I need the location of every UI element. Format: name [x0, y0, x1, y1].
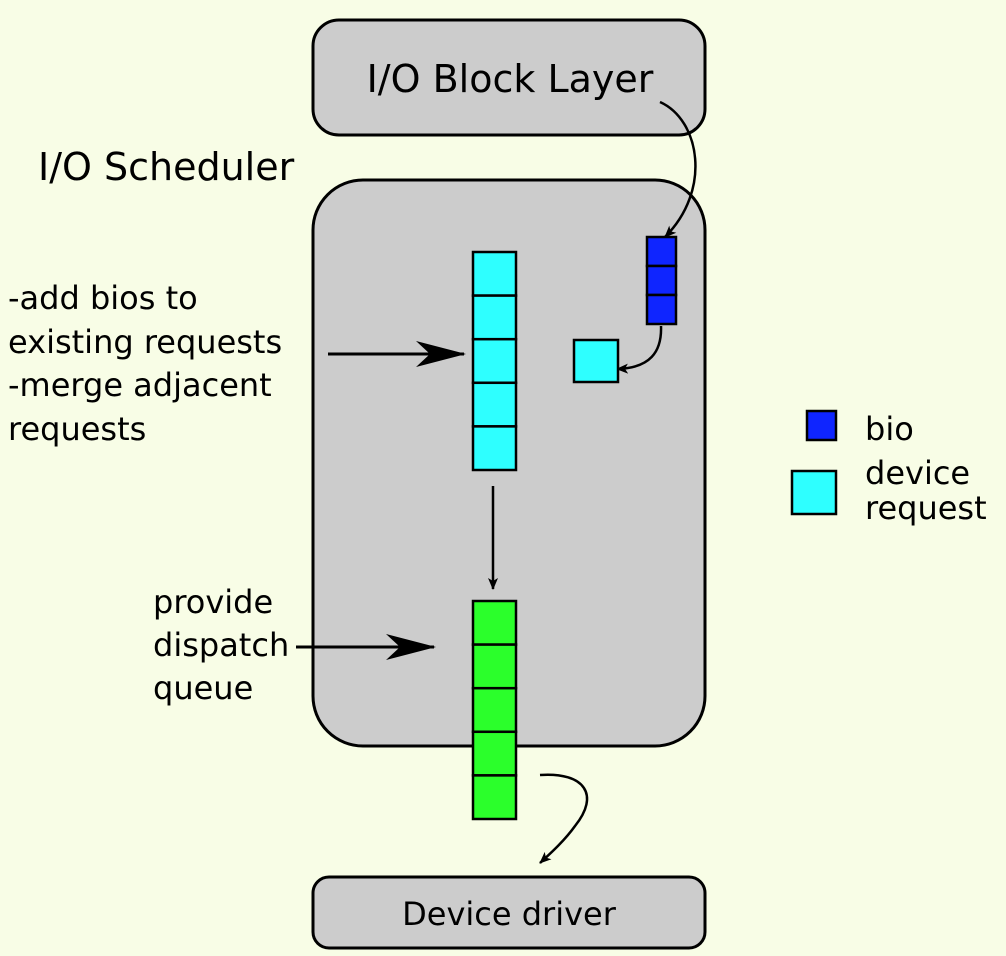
request-queue	[471, 250, 518, 472]
device-driver-rect	[311, 875, 707, 950]
dispatch-block	[471, 774, 518, 821]
block-layer-label: I/O Block Layer	[367, 57, 654, 101]
request-block	[471, 250, 518, 297]
dispatch-note: provide dispatch queue	[153, 583, 299, 707]
device-driver-label: Device driver	[402, 895, 617, 933]
legend-request-label: device request	[865, 454, 987, 527]
dispatch-note-line: dispatch	[153, 626, 289, 664]
bio-block	[645, 235, 678, 268]
legend: bio device request	[790, 409, 987, 527]
dispatch-block	[471, 730, 518, 777]
dispatch-queue	[471, 599, 518, 821]
merge-note-line: existing requests	[8, 323, 282, 361]
merge-note-line: -add bios to	[8, 279, 198, 317]
scheduler-title: I/O Scheduler	[38, 145, 295, 189]
block-layer-rect	[311, 18, 707, 137]
legend-request-line: device	[865, 454, 970, 492]
request-block	[471, 381, 518, 428]
bio-block	[645, 293, 678, 326]
dispatch-block	[471, 599, 518, 646]
merge-note-line: -merge adjacent	[8, 366, 272, 404]
request-block	[471, 337, 518, 385]
dispatch-note-line: queue	[153, 669, 253, 707]
merge-note-line: requests	[8, 410, 146, 448]
block-layer-box: I/O Block Layer	[311, 18, 707, 137]
dispatch-block	[471, 686, 518, 734]
legend-request-line: request	[865, 489, 987, 527]
dispatch-note-line: provide	[153, 583, 273, 621]
merge-note: -add bios to existing requests -merge ad…	[8, 279, 292, 448]
dispatch-block	[471, 643, 518, 690]
bio-block	[645, 264, 678, 297]
bio-to-request-arrow	[616, 325, 663, 374]
request-block	[471, 294, 518, 341]
bio-stack	[645, 235, 678, 326]
device-driver-box: Device driver	[311, 875, 707, 950]
new-device-request	[572, 338, 620, 384]
request-block	[471, 425, 518, 472]
block-to-bio-arrow	[659, 100, 697, 238]
legend-bio-label: bio	[865, 410, 914, 448]
legend-request-swatch	[790, 469, 838, 516]
legend-bio-swatch	[805, 409, 838, 442]
dispatch-to-driver-arrow	[539, 773, 589, 864]
